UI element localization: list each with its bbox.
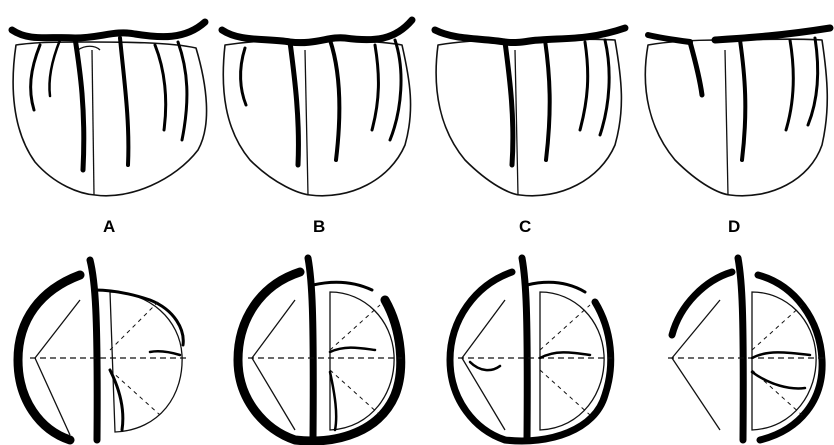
panel-a-heart-cross-section [16,260,190,445]
panel-label-d: D [728,217,740,236]
panel-d-heart-anterior [645,28,830,196]
panel-b-heart-anterior [222,20,412,196]
panel-c: C [435,28,625,444]
panel-d: D [645,28,830,444]
panel-label-b: B [313,217,325,236]
panel-a-heart-anterior [12,22,207,196]
panel-a: A [12,22,207,445]
panel-label-a: A [103,217,115,236]
panel-b: B [222,20,412,444]
panel-c-heart-cross-section [446,258,612,444]
panel-b-heart-cross-section [236,258,402,444]
panel-d-heart-cross-section [662,258,828,444]
panel-label-c: C [519,217,531,236]
panel-c-heart-anterior [435,28,625,196]
